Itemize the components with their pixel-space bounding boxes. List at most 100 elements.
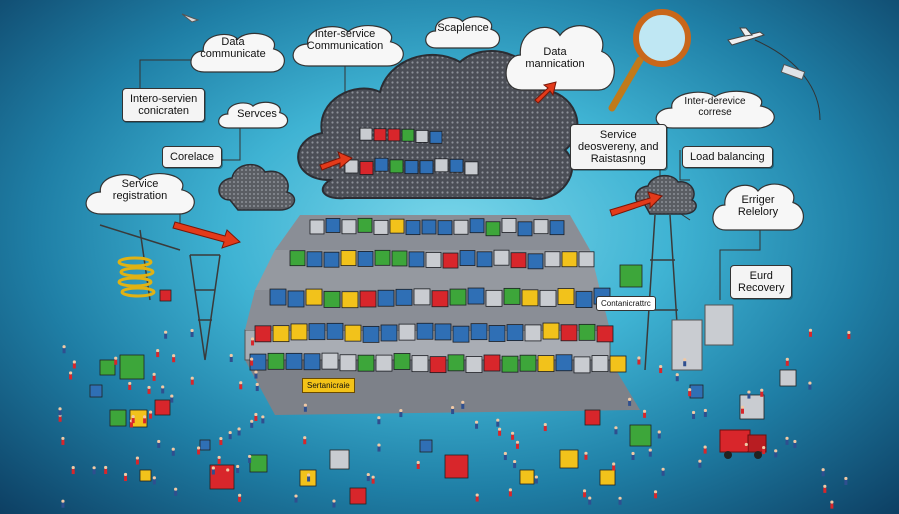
person bbox=[164, 331, 167, 339]
block bbox=[435, 159, 448, 172]
label-service-registration: Service registration bbox=[90, 178, 190, 202]
person bbox=[844, 477, 847, 485]
block bbox=[511, 253, 526, 268]
block bbox=[378, 290, 394, 306]
block bbox=[470, 219, 484, 233]
person bbox=[683, 358, 686, 366]
person bbox=[631, 452, 634, 460]
person bbox=[132, 415, 135, 423]
person bbox=[153, 373, 156, 381]
block bbox=[422, 220, 436, 234]
block bbox=[414, 289, 430, 305]
person bbox=[762, 446, 765, 454]
block bbox=[502, 218, 516, 232]
person bbox=[212, 466, 215, 474]
block bbox=[562, 252, 577, 267]
person bbox=[496, 419, 499, 427]
person bbox=[58, 407, 61, 415]
person bbox=[786, 358, 789, 366]
cube bbox=[690, 385, 703, 398]
block bbox=[310, 220, 324, 234]
person bbox=[417, 461, 420, 469]
person bbox=[704, 409, 707, 417]
block bbox=[406, 221, 420, 235]
person bbox=[535, 475, 538, 483]
block bbox=[402, 129, 414, 141]
block bbox=[326, 218, 340, 232]
block bbox=[394, 353, 410, 369]
block bbox=[486, 222, 500, 236]
block bbox=[360, 128, 372, 140]
block bbox=[306, 289, 322, 305]
block bbox=[412, 356, 428, 372]
person bbox=[219, 437, 222, 445]
person bbox=[692, 411, 695, 419]
block bbox=[268, 353, 284, 369]
cube bbox=[445, 455, 468, 478]
person bbox=[676, 373, 679, 381]
label-intero-servien: Intero-servien conicraten bbox=[122, 88, 205, 122]
person bbox=[161, 385, 164, 393]
person bbox=[104, 466, 107, 474]
block bbox=[409, 252, 424, 267]
person bbox=[61, 500, 64, 508]
person bbox=[230, 354, 233, 362]
block bbox=[579, 252, 594, 267]
person bbox=[847, 331, 850, 339]
block bbox=[340, 355, 356, 371]
cube bbox=[160, 290, 171, 301]
block bbox=[430, 357, 446, 373]
block bbox=[286, 353, 302, 369]
block bbox=[484, 355, 500, 371]
block bbox=[341, 251, 356, 266]
person bbox=[704, 446, 707, 454]
block bbox=[450, 159, 463, 172]
small-cloud-right bbox=[636, 176, 697, 214]
person bbox=[628, 398, 631, 406]
person bbox=[612, 462, 615, 470]
person bbox=[584, 452, 587, 460]
cube bbox=[155, 400, 170, 415]
person bbox=[191, 377, 194, 385]
block bbox=[288, 291, 304, 307]
person bbox=[172, 448, 175, 456]
coil-spring bbox=[119, 258, 154, 296]
person bbox=[170, 395, 173, 403]
person bbox=[823, 485, 826, 493]
label-inter-service-communication: Inter-service Communication bbox=[290, 28, 400, 52]
block bbox=[465, 162, 478, 175]
person bbox=[643, 410, 646, 418]
person bbox=[688, 388, 691, 396]
person bbox=[136, 456, 139, 464]
truck-icon bbox=[720, 430, 766, 459]
person bbox=[793, 440, 796, 448]
person bbox=[808, 382, 811, 390]
airplane-icon bbox=[728, 28, 764, 45]
person bbox=[256, 383, 259, 391]
cube bbox=[620, 265, 642, 287]
person bbox=[649, 449, 652, 457]
satellite-icon bbox=[781, 64, 804, 79]
cube bbox=[250, 455, 267, 472]
person bbox=[654, 490, 657, 498]
magnifying-glass-icon bbox=[612, 12, 688, 108]
person bbox=[451, 406, 454, 414]
block bbox=[518, 222, 532, 236]
person bbox=[377, 443, 380, 451]
block bbox=[376, 355, 392, 371]
small-sign: Contanicrattrc bbox=[596, 296, 656, 311]
label-data-mannication: Data mannication bbox=[510, 46, 600, 70]
block bbox=[396, 289, 412, 305]
yellow-tag: Sertanicraie bbox=[302, 378, 355, 393]
person bbox=[760, 389, 763, 397]
block bbox=[486, 290, 502, 306]
person bbox=[261, 415, 264, 423]
person bbox=[367, 473, 370, 481]
person bbox=[147, 386, 150, 394]
block bbox=[420, 161, 433, 174]
person bbox=[741, 406, 744, 414]
person bbox=[229, 431, 232, 439]
block bbox=[342, 292, 358, 308]
person bbox=[516, 441, 519, 449]
